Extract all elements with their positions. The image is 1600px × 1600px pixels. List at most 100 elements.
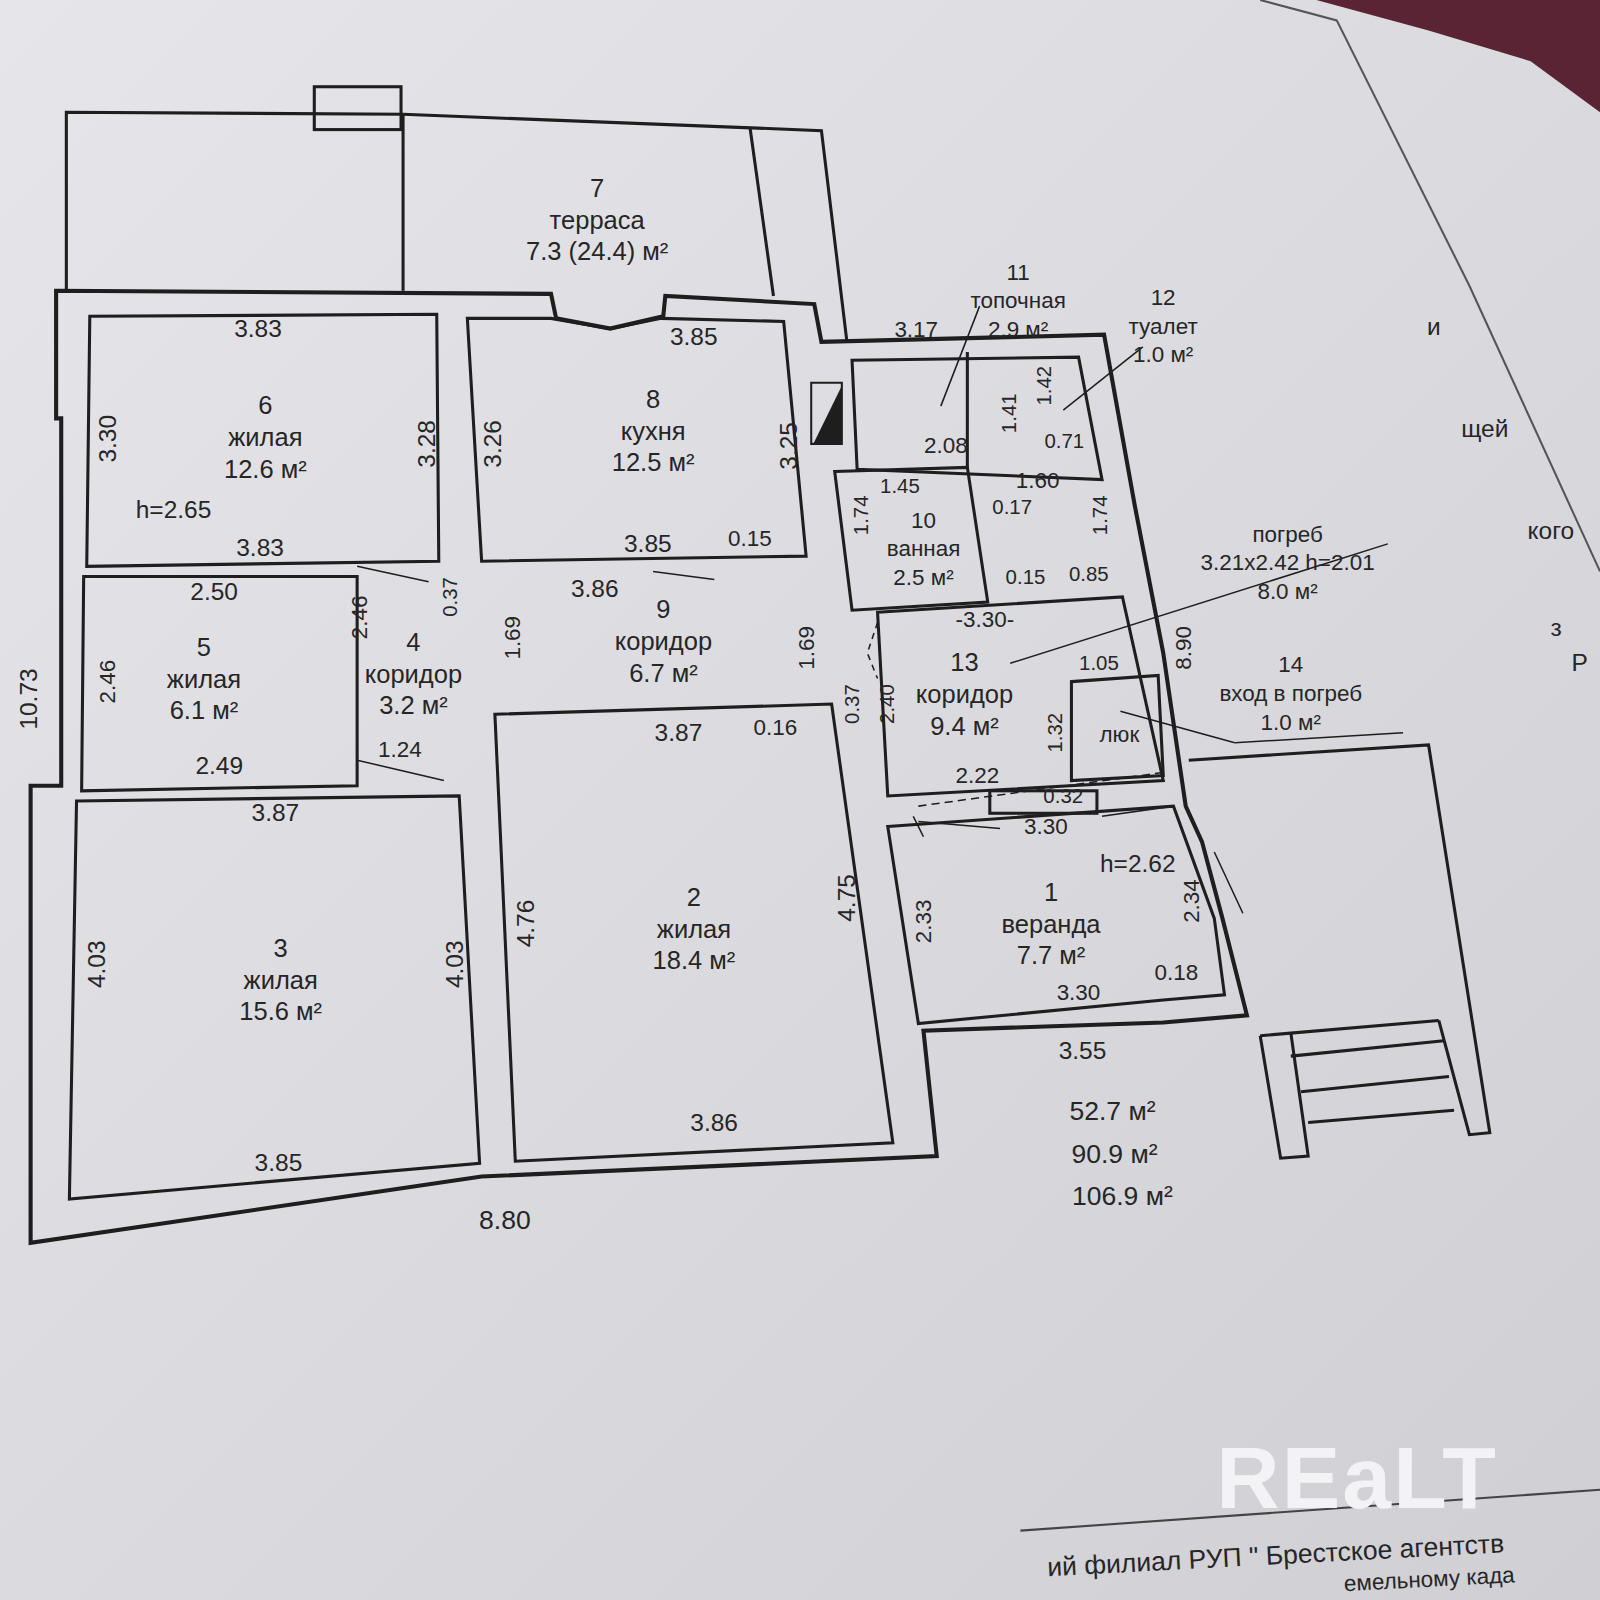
dimension-label: 2.08 bbox=[924, 434, 968, 458]
room-label: 11топочная2.9 м² bbox=[970, 258, 1065, 344]
dimension-label: 0.18 bbox=[1155, 960, 1199, 984]
room-label: 10ванная2.5 м² bbox=[887, 506, 961, 592]
dimension-label: 2.49 bbox=[195, 753, 243, 780]
dimension-label: кого bbox=[1528, 517, 1575, 544]
room-text: 6 bbox=[224, 389, 307, 421]
room-text: 3.2 м² bbox=[365, 689, 462, 721]
room-text: 3 bbox=[239, 932, 322, 964]
dimension-label: 1.42 bbox=[1033, 366, 1055, 406]
dimension-label: 2.22 bbox=[956, 763, 1000, 787]
room-label: 2жилая18.4 м² bbox=[653, 881, 736, 976]
room-text: 2 bbox=[653, 881, 736, 913]
dimension-label: 3.30 bbox=[1024, 814, 1068, 838]
dimension-label: 1.32 bbox=[1043, 713, 1065, 753]
room-text: 7.3 (24.4) м² bbox=[526, 235, 668, 267]
dimension-label: 4.03 bbox=[84, 940, 111, 988]
room-text: жилая bbox=[653, 913, 736, 945]
room-text: 4 bbox=[365, 626, 462, 658]
dimension-label: -3.30- bbox=[956, 607, 1015, 631]
watermark: REaLT bbox=[1216, 1429, 1498, 1526]
dimension-label: 1.74 bbox=[849, 495, 871, 535]
room-text: 2.5 м² bbox=[887, 563, 961, 592]
room-text: 1.0 м² bbox=[1129, 341, 1198, 370]
dimension-label: 90.9 м² bbox=[1071, 1139, 1157, 1169]
room-text: 11 bbox=[970, 258, 1065, 287]
room-label: 8кухня12.5 м² bbox=[612, 383, 695, 478]
room-label: 6жилая12.6 м² bbox=[224, 389, 307, 484]
dimension-label: щей bbox=[1461, 415, 1508, 442]
dimension-label: 3.86 bbox=[571, 576, 619, 603]
dimension-label: 3.28 bbox=[413, 420, 440, 468]
room-label: 14вход в погреб1.0 м² bbox=[1219, 651, 1362, 737]
dimension-label: 1.24 bbox=[378, 738, 422, 762]
room-label: 7терраса7.3 (24.4) м² bbox=[526, 172, 668, 267]
room-text: 8 bbox=[612, 383, 695, 415]
dimension-label: 3.83 bbox=[236, 535, 284, 562]
dimension-label: 3.86 bbox=[690, 1109, 738, 1136]
dimension-label: 10.73 bbox=[15, 668, 42, 729]
room-text: 6.7 м² bbox=[615, 657, 712, 689]
dimension-label: Р bbox=[1571, 650, 1587, 677]
dimension-label: 0.16 bbox=[754, 715, 798, 739]
room-label: 9коридор6.7 м² bbox=[615, 593, 712, 688]
dimension-label: 2.50 bbox=[190, 579, 238, 606]
room-text: 13 bbox=[916, 646, 1013, 678]
room-label: 13коридор9.4 м² bbox=[916, 646, 1013, 741]
dimension-label: 0.15 bbox=[728, 527, 772, 551]
room-text: топочная bbox=[970, 287, 1065, 316]
dimension-label: 3.87 bbox=[252, 800, 300, 827]
room-text: 2.9 м² bbox=[970, 315, 1065, 344]
room-text: 12.5 м² bbox=[612, 446, 695, 478]
dimension-label: 3.85 bbox=[624, 531, 672, 558]
dimension-label: 3.30 bbox=[94, 415, 121, 463]
dimension-label: 0.37 bbox=[438, 577, 460, 617]
dimension-label: h=2.65 bbox=[136, 497, 212, 524]
dimension-label: 3.85 bbox=[255, 1150, 303, 1177]
room-text: 8.0 м² bbox=[1201, 578, 1375, 607]
dimension-label: 106.9 м² bbox=[1072, 1181, 1173, 1211]
room-label: 5жилая6.1 м² bbox=[167, 631, 241, 726]
dimension-label: 4.03 bbox=[441, 940, 468, 988]
room-text: 9 bbox=[615, 593, 712, 625]
room-text: туалет bbox=[1129, 312, 1198, 341]
dimension-label: 52.7 м² bbox=[1069, 1096, 1155, 1126]
dimension-label: 1.45 bbox=[880, 474, 920, 496]
room-label: 1веранда7.7 м² bbox=[1002, 876, 1101, 971]
dimension-label: 3.87 bbox=[655, 719, 703, 746]
room-label: 4коридор3.2 м² bbox=[365, 626, 462, 721]
room-text: кухня bbox=[612, 415, 695, 447]
room-text: терраса bbox=[526, 204, 668, 236]
dimension-label: з bbox=[1551, 614, 1562, 641]
room-text: 12.6 м² bbox=[224, 453, 307, 485]
dimension-label: 3.25 bbox=[775, 422, 802, 470]
dimension-label: 1.69 bbox=[500, 616, 524, 660]
dimension-label: 3.55 bbox=[1059, 1038, 1107, 1065]
room-text: 15.6 м² bbox=[239, 995, 322, 1027]
room-text: 7.7 м² bbox=[1002, 939, 1101, 971]
dimension-label: 1.74 bbox=[1088, 495, 1110, 535]
room-label: 12туалет1.0 м² bbox=[1129, 284, 1198, 370]
room-text: коридор bbox=[365, 658, 462, 690]
room-text: 1 bbox=[1002, 876, 1101, 908]
dimension-label: 1.41 bbox=[997, 393, 1019, 433]
room-text: 9.4 м² bbox=[916, 710, 1013, 742]
dimension-label: 1.05 bbox=[1079, 652, 1119, 674]
room-label: 3жилая15.6 м² bbox=[239, 932, 322, 1027]
dimension-label: 2.40 bbox=[875, 684, 897, 724]
dimension-label: 8.80 bbox=[479, 1205, 531, 1235]
room-text: 3.21x2.42 h=2.01 bbox=[1201, 549, 1375, 578]
dimension-label: 1.69 bbox=[794, 626, 818, 670]
room-text: 6.1 м² bbox=[167, 694, 241, 726]
dimension-label: и bbox=[1427, 313, 1441, 340]
dimension-label: 0.32 bbox=[1043, 785, 1083, 807]
dimension-label: 2.46 bbox=[347, 595, 371, 639]
dimension-label: 3.85 bbox=[670, 323, 718, 350]
dimension-label: 1.60 bbox=[1016, 468, 1060, 492]
room-text: жилая bbox=[239, 964, 322, 996]
dimension-label: 3.17 bbox=[894, 317, 938, 341]
dimension-label: 3.30 bbox=[1057, 981, 1101, 1005]
room-text: коридор bbox=[615, 625, 712, 657]
room-text: 12 bbox=[1129, 284, 1198, 313]
room-text: люк bbox=[1099, 720, 1139, 749]
room-text: вход в погреб bbox=[1219, 680, 1362, 709]
